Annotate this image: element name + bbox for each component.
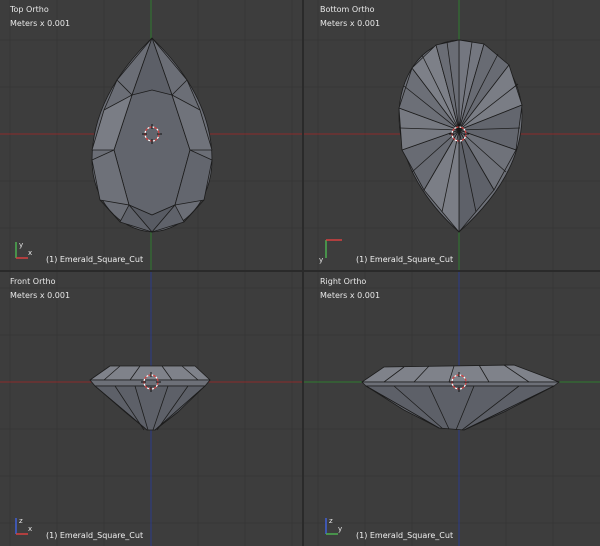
viewport-units: Meters x 0.001 — [320, 19, 381, 28]
svg-text:y: y — [338, 525, 342, 533]
axis-gizmo-icon: z y — [325, 517, 342, 535]
active-object-label: (1) Emerald_Square_Cut — [46, 531, 144, 540]
viewport-top-ortho[interactable]: Top Ortho Meters x 0.001 y x (1) Emerald… — [0, 0, 302, 270]
viewport-divider-horizontal[interactable] — [0, 270, 600, 272]
grid — [304, 272, 600, 546]
3d-cursor-icon — [142, 124, 162, 144]
3d-cursor-icon — [141, 372, 161, 392]
gem-mesh-front — [89, 365, 211, 431]
viewport-units: Meters x 0.001 — [10, 291, 71, 300]
grid — [0, 0, 302, 270]
viewport-title: Bottom Ortho — [320, 5, 375, 14]
active-object-label: (1) Emerald_Square_Cut — [356, 255, 454, 264]
svg-text:z: z — [329, 517, 333, 525]
viewport-canvas[interactable] — [304, 272, 600, 546]
viewport-title: Front Ortho — [10, 277, 56, 286]
viewport-units: Meters x 0.001 — [320, 291, 381, 300]
viewport-canvas[interactable] — [0, 0, 302, 270]
gem-mesh-bottom — [398, 39, 523, 233]
viewport-bottom-ortho[interactable]: Bottom Ortho Meters x 0.001 y (1) Emeral… — [304, 0, 600, 270]
viewport-canvas[interactable] — [304, 0, 600, 270]
svg-text:y: y — [319, 256, 323, 264]
svg-text:y: y — [19, 241, 23, 249]
3d-cursor-icon — [449, 124, 469, 144]
active-object-label: (1) Emerald_Square_Cut — [46, 255, 144, 264]
viewport-divider-vertical[interactable] — [302, 0, 304, 546]
3d-cursor-icon — [449, 372, 469, 392]
viewport-units: Meters x 0.001 — [10, 19, 71, 28]
viewport-canvas[interactable] — [0, 272, 302, 546]
axis-gizmo-icon: y x — [15, 241, 32, 259]
svg-text:x: x — [28, 249, 32, 257]
viewport-title: Top Ortho — [10, 5, 49, 14]
viewport-right-ortho[interactable]: Right Ortho Meters x 0.001 z y (1) Emera… — [304, 272, 600, 546]
viewport-title: Right Ortho — [320, 277, 367, 286]
axis-gizmo-icon: y — [319, 239, 342, 264]
svg-text:x: x — [28, 525, 32, 533]
viewport-front-ortho[interactable]: Front Ortho Meters x 0.001 z x (1) Emera… — [0, 272, 302, 546]
axis-gizmo-icon: z x — [15, 517, 32, 535]
gem-mesh-right — [361, 364, 560, 431]
gem-mesh-top — [91, 37, 213, 233]
svg-text:z: z — [19, 517, 23, 525]
active-object-label: (1) Emerald_Square_Cut — [356, 531, 454, 540]
